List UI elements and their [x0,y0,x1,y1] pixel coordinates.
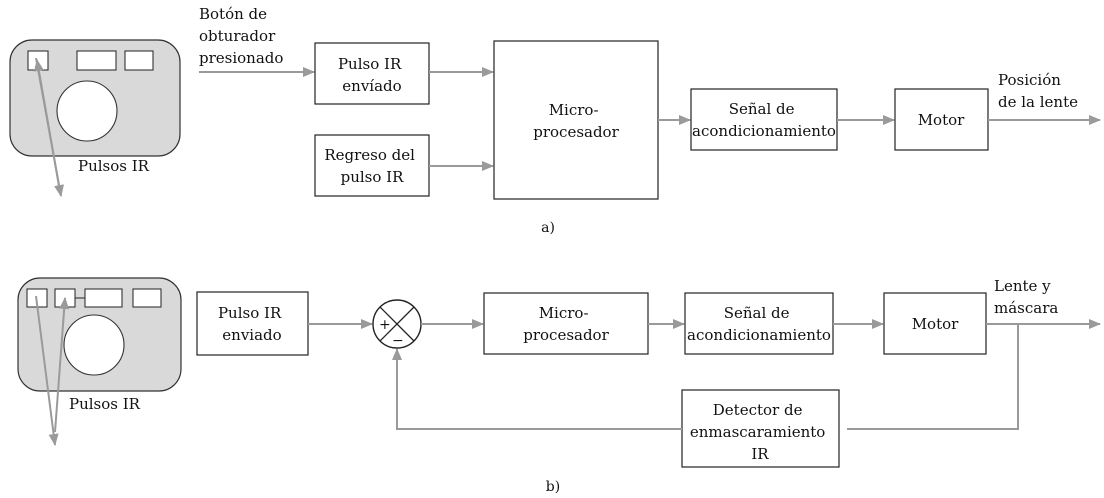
block-microprocessor-b-label: Micro- procesador [523,304,609,344]
block-pulse-sent-b [196,291,309,356]
block-signal-b-label: Señal de acondicionamiento [687,304,831,344]
camera-b-ir-ray-out [35,295,59,446]
block-motor-a-label: Motor [918,111,965,129]
block-pulse-sent-a [314,42,430,105]
block-microprocessor-a [493,40,659,200]
block-pulse-sent-b-label: Pulso IR enviado [218,304,286,344]
summing-plus-sign: + [379,317,391,333]
camera-b-icon [17,277,182,446]
block-motor-b [883,292,987,355]
camera-b-ir-ray-in [54,297,70,433]
camera-b-pulses-label: Pulsos IR [69,395,141,413]
summing-minus-sign: − [392,333,404,349]
feedback-line-to-detector [847,324,1019,430]
block-microprocessor-b [483,292,649,355]
block-detector-b [681,389,840,468]
block-pulse-return-a [314,134,430,197]
camera-b-lens [63,314,125,376]
block-signal-b [684,292,834,355]
caption-b: b) [546,479,560,495]
camera-b-flash [132,288,162,308]
diagram-b: Pulsos IR Pulso IR enviado + − Micro- pr… [17,277,1101,495]
feedback-line-to-summing [392,348,682,430]
block-microprocessor-a-label: Micro- procesador [533,101,619,141]
block-motor-b-label: Motor [912,315,959,333]
output-label-b: Lente y máscara [994,277,1058,317]
camera-a-flash [124,50,154,71]
camera-a-icon [9,39,181,197]
camera-a-ir-ray-in [33,59,60,187]
summing-junction: + − [372,299,422,349]
block-signal-a-label: Señal de acondicionamiento [692,100,836,140]
block-motor-a [894,88,989,151]
camera-a-lens [56,80,118,142]
block-pulse-return-a-label: Regreso del pulso IR [324,146,419,186]
summing-junction-cross-2 [379,306,415,342]
block-detector-b-label: Detector de enmascaramiento IR [690,401,830,463]
camera-a-pulses-label: Pulsos IR [78,157,150,175]
camera-b-viewfinder [84,288,123,308]
input-label-a: Botón de obturador presionado [199,5,283,67]
block-signal-a [690,88,838,151]
block-pulse-sent-a-label: Pulso IR envíado [338,55,406,95]
caption-a: a) [541,220,555,236]
diagram-a: Pulsos IR Botón de obturador presionado … [9,5,1101,236]
camera-a-viewfinder [76,50,117,71]
output-label-a: Posición de la lente [998,71,1078,111]
